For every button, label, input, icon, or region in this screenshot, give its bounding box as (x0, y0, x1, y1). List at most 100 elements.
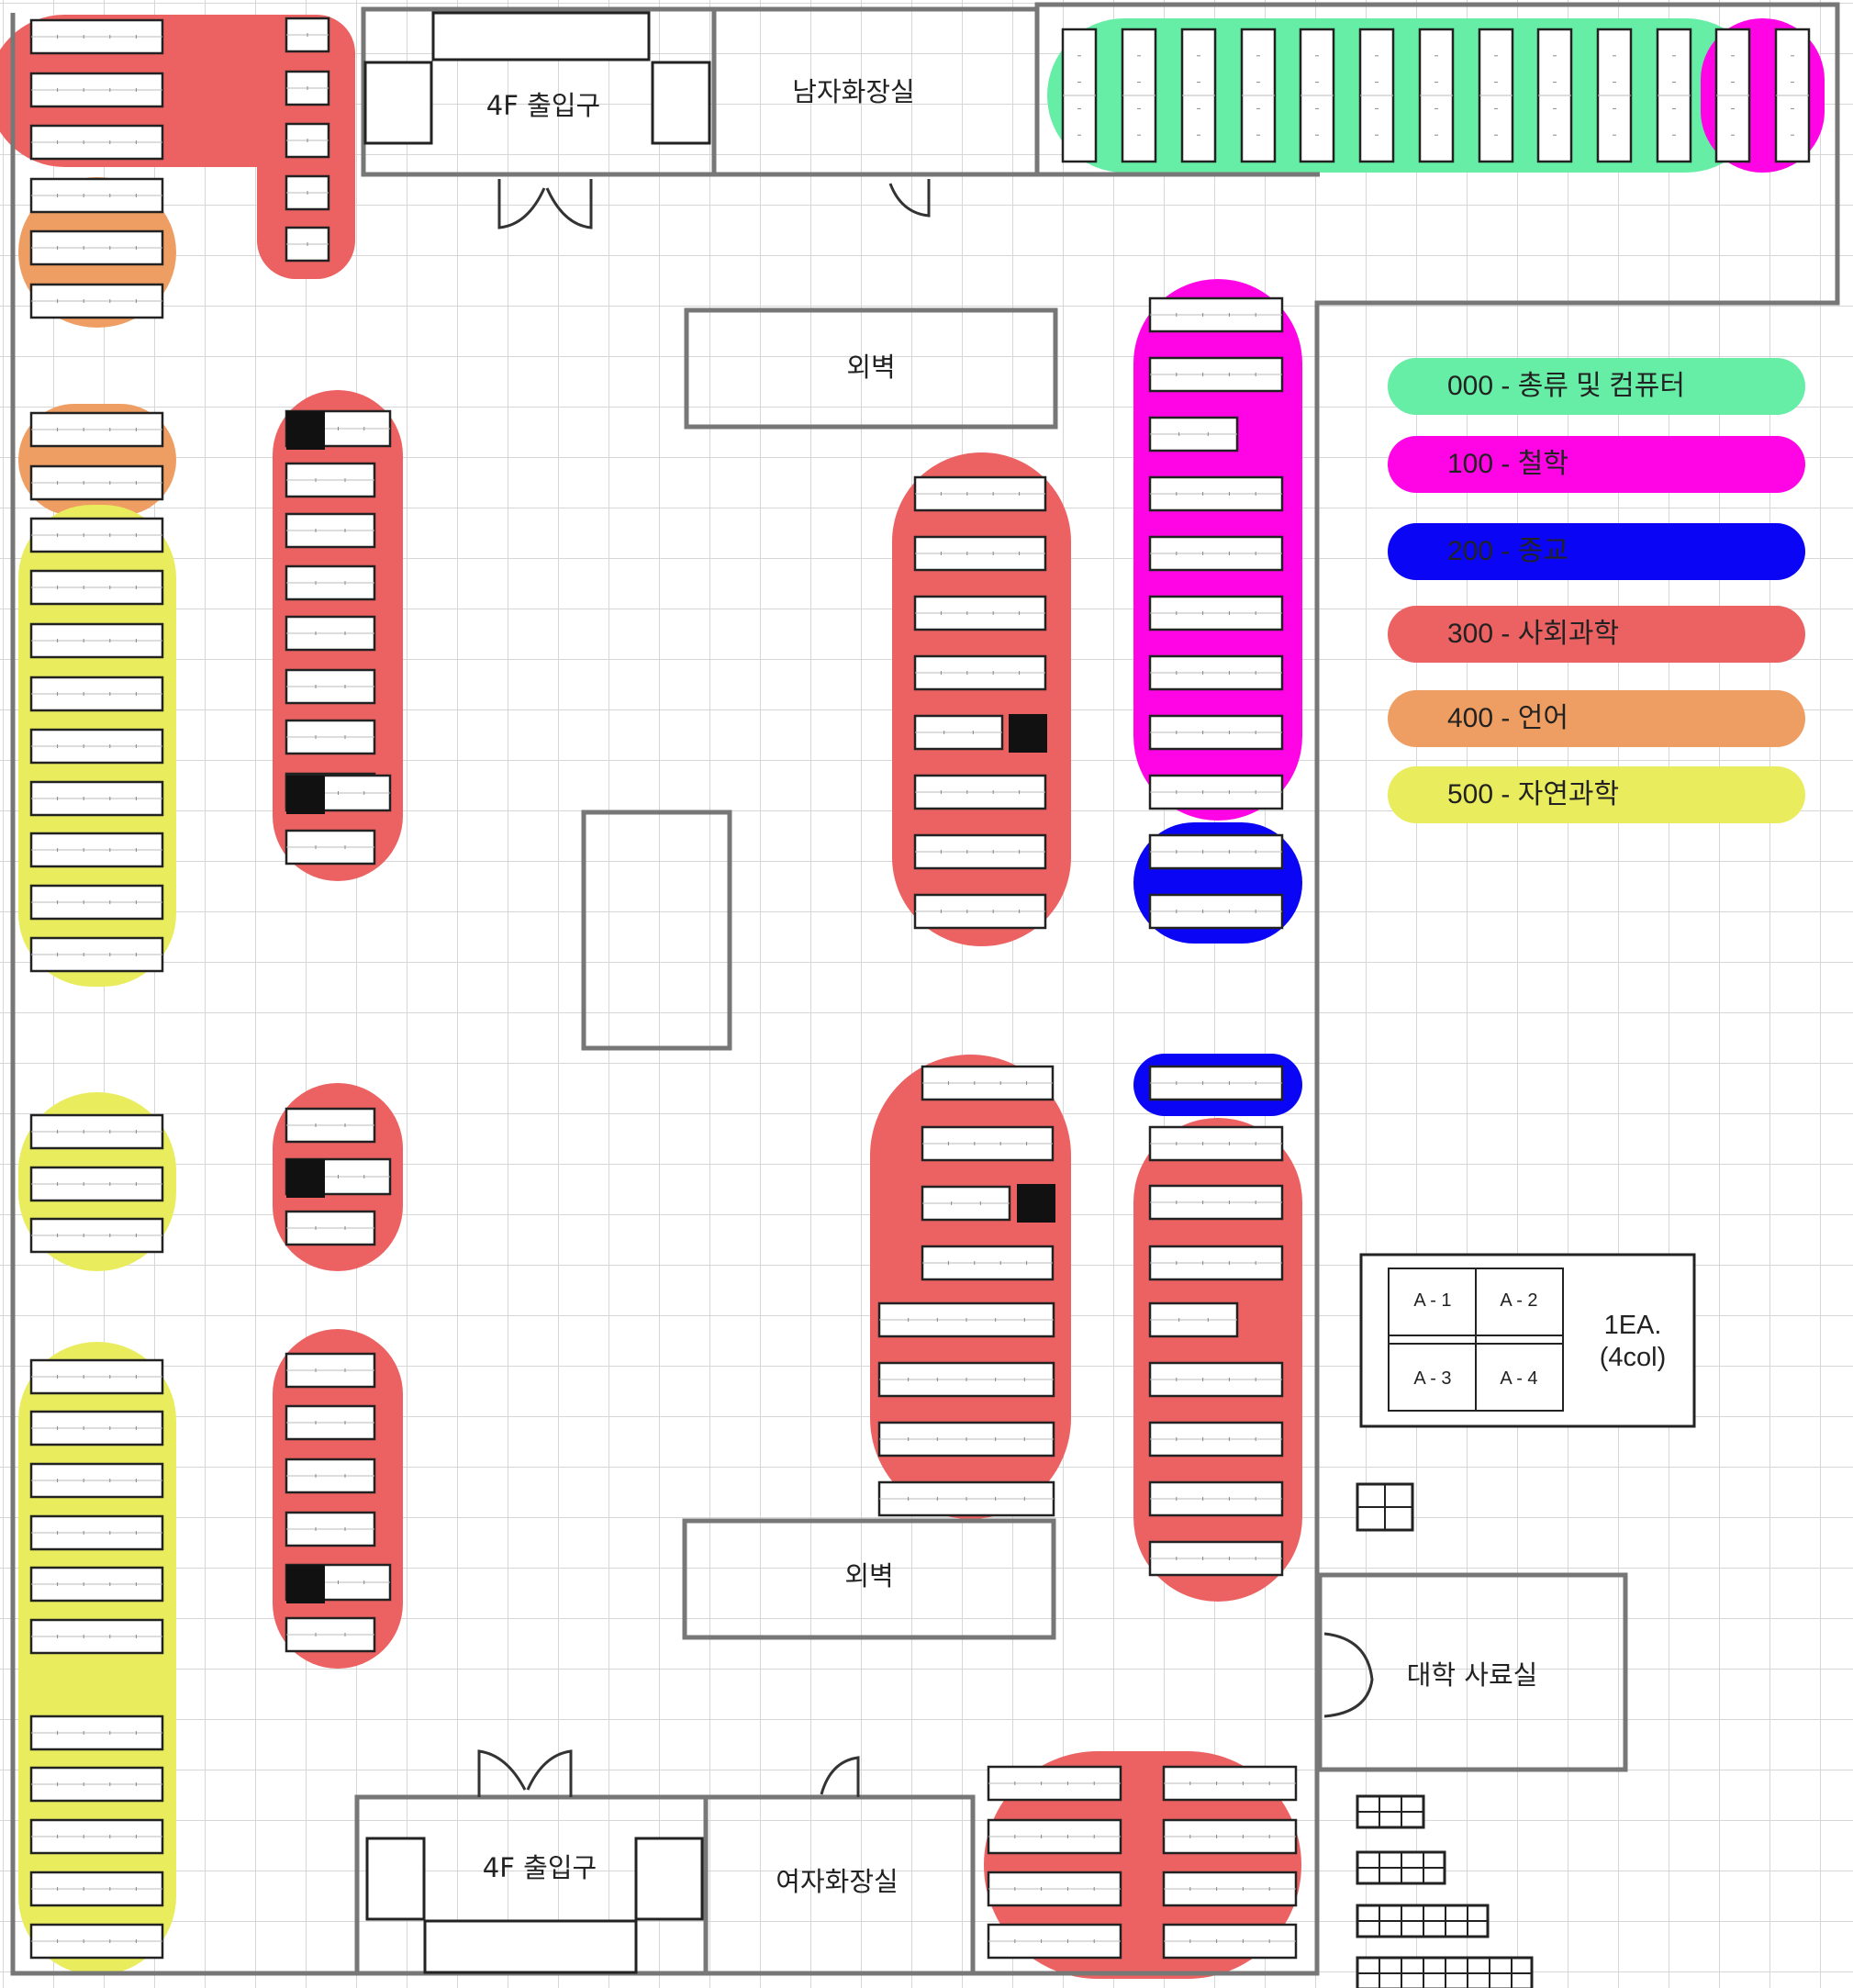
bookshelf (913, 893, 1047, 930)
bookshelf (29, 464, 164, 501)
legend-pill (1388, 523, 1805, 580)
bookshelf (921, 1185, 1011, 1222)
bookshelf (1162, 1923, 1298, 1960)
womens-restroom-door (820, 1756, 860, 1797)
bookshelf (1148, 1421, 1284, 1457)
bookshelf (29, 1923, 164, 1960)
black-post (286, 1159, 325, 1198)
bookshelf (913, 714, 1004, 751)
bookshelf (1358, 28, 1395, 163)
bookshelf (1148, 774, 1284, 810)
bookshelf (29, 884, 164, 921)
mens-restroom-label: 남자화장실 (792, 76, 914, 107)
bookshelf (987, 1818, 1122, 1855)
bookshelf (877, 1480, 1055, 1517)
unit-caption-line1: 1EA. (1604, 1311, 1662, 1340)
bookshelf (285, 829, 376, 866)
stairs-top-left (363, 61, 433, 145)
zone-300-right-lower (1133, 1118, 1302, 1602)
bookshelf (285, 174, 330, 211)
bookshelf (285, 719, 376, 755)
shelf-unit-example: A - 1 A - 2 A - 3 A - 4 1EA. (4col) (1359, 1253, 1696, 1428)
mens-restroom-room (711, 6, 1040, 177)
bookshelf (921, 1065, 1055, 1101)
bookshelf (1299, 28, 1335, 163)
bookshelf (913, 833, 1047, 870)
black-post (286, 411, 325, 450)
unit-cell-a1: A - 1 (1413, 1290, 1451, 1311)
bookshelf (1418, 28, 1455, 163)
outer-wall-bottom-label: 외벽 (844, 1560, 893, 1592)
legend-pill (1388, 436, 1805, 493)
bookshelf (1774, 28, 1811, 163)
zone-500-left-lower (18, 1342, 176, 1975)
bookshelf (29, 1358, 164, 1395)
bookshelf (285, 1107, 376, 1144)
bookshelf (29, 1871, 164, 1907)
bookshelf (29, 1618, 164, 1655)
bookshelf (285, 462, 376, 498)
womens-restroom-room (703, 1794, 976, 1976)
bookshelf (1148, 475, 1284, 512)
legend-label: 000 - 총류 및 컴퓨터 (1447, 371, 1685, 401)
bookshelf (29, 1714, 164, 1751)
legend-label: 500 - 자연과학 (1447, 779, 1619, 810)
entrance-top-doors (497, 179, 593, 229)
bookshelf (29, 1410, 164, 1446)
legend-pill (1388, 766, 1805, 823)
legend-pill (1388, 606, 1805, 663)
bookshelf (285, 564, 376, 601)
bookshelf (1148, 1245, 1284, 1281)
bookshelf (29, 18, 164, 55)
bookshelf (987, 1871, 1122, 1907)
bookshelf (29, 72, 164, 108)
bookshelf (29, 569, 164, 606)
bookshelf (285, 668, 376, 705)
bookshelf (29, 676, 164, 712)
bookshelf (29, 780, 164, 817)
stairs-top-upper (431, 11, 651, 61)
bookshelf (1061, 28, 1098, 163)
bookshelf (29, 1462, 164, 1499)
unit-caption-line2: (4col) (1600, 1343, 1667, 1372)
bookshelf (285, 512, 376, 549)
stairs-top-right (651, 61, 711, 145)
bookshelf (1148, 296, 1284, 333)
bookshelf (1536, 28, 1573, 163)
bookshelf (29, 728, 164, 765)
bookshelf (29, 1217, 164, 1254)
bookshelf (1656, 28, 1692, 163)
bookshelf (1240, 28, 1277, 163)
bookshelf (29, 124, 164, 161)
bookshelf (29, 832, 164, 868)
bookshelf (1478, 28, 1514, 163)
bookshelf (913, 535, 1047, 572)
bookshelf (285, 17, 330, 53)
bookshelf (29, 229, 164, 266)
column-block (581, 810, 732, 1051)
doors (477, 179, 1374, 1797)
bookshelf (1148, 1301, 1239, 1338)
stairs-bottom-left (365, 1837, 426, 1921)
bookshelf (1180, 28, 1217, 163)
bookshelf (29, 1166, 164, 1202)
unit-cell-a2: A - 2 (1500, 1290, 1537, 1311)
bookshelf (877, 1301, 1055, 1338)
bookshelf (1148, 1125, 1284, 1162)
bookshelf (987, 1923, 1122, 1960)
bookshelf (921, 1245, 1055, 1281)
bookshelf (1148, 833, 1284, 870)
zone-000-top-right (1047, 18, 1763, 173)
bookshelf (285, 1511, 376, 1547)
bookshelf (29, 517, 164, 553)
entrance-bottom-label: 4F 출입구 (483, 1852, 597, 1883)
unit-cell-a3: A - 3 (1413, 1368, 1451, 1389)
bookshelf (29, 936, 164, 973)
mens-restroom-door (888, 179, 931, 218)
stairs (363, 11, 711, 1974)
bookshelf (29, 1818, 164, 1855)
bookshelf (285, 122, 330, 159)
bookshelf (1162, 1818, 1298, 1855)
